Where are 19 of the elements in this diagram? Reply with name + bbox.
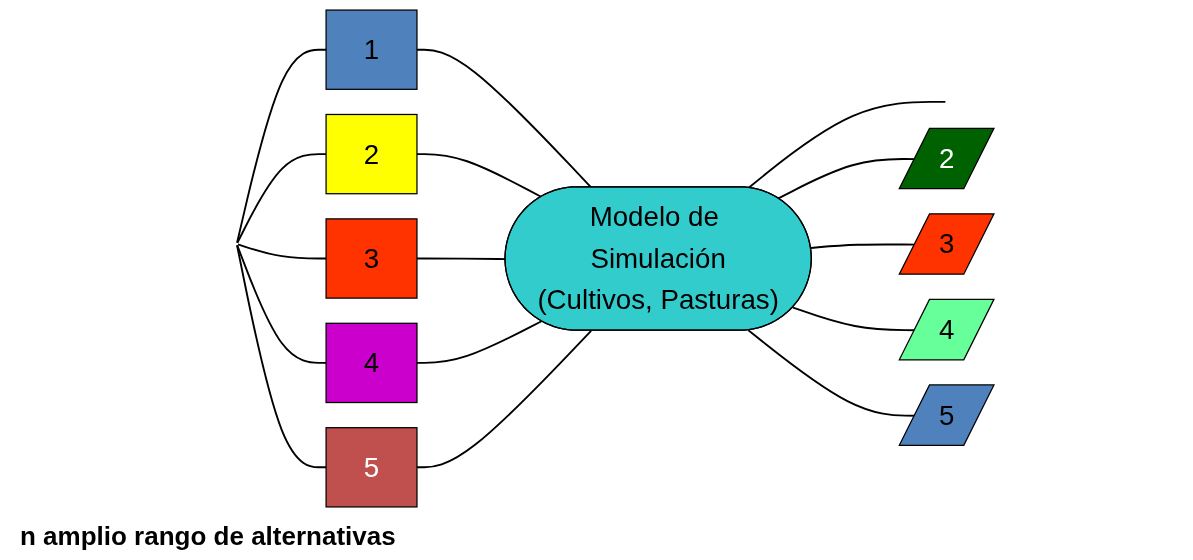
note-text: n amplio rango de alternativas (20, 521, 396, 552)
connector-line (747, 100, 947, 189)
numbered-box: 5 (325, 427, 418, 508)
connector-line (810, 243, 916, 249)
connector-line (792, 306, 916, 332)
numbered-box: 2 (325, 113, 418, 195)
numbered-parallelogram: 2 (898, 127, 995, 190)
numbered-parallelogram: 5 (898, 384, 995, 446)
numbered-box: 3 (325, 218, 418, 299)
connector-line (416, 153, 543, 198)
numbered-parallelogram: 3 (898, 213, 995, 275)
connector-line (747, 329, 916, 417)
connector-line (416, 320, 543, 364)
numbered-box: 4 (325, 322, 418, 404)
numbered-parallelogram: 4 (898, 298, 995, 361)
numbered-box: 1 (325, 9, 418, 90)
connector-line (777, 158, 916, 200)
connector-line (416, 329, 592, 469)
model-ellipse: Modelo de Simulación (Cultivos, Pasturas) (504, 186, 812, 331)
